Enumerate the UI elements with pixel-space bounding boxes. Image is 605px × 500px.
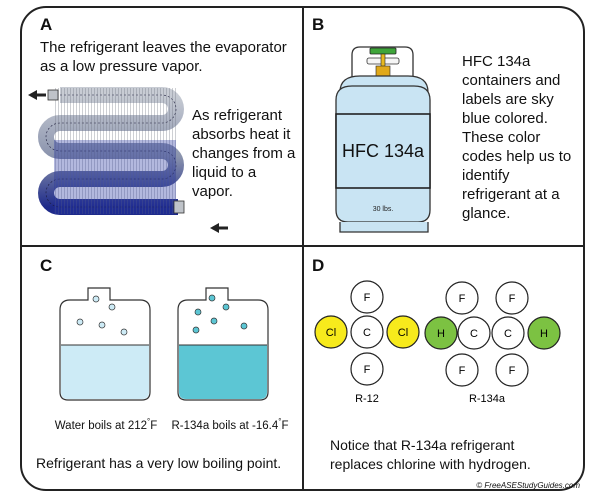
vertical-divider: [302, 7, 304, 491]
flow-out-arrow-icon: [28, 90, 46, 100]
water-container: [59, 287, 151, 401]
water-caption-unit: F: [150, 419, 158, 432]
r134a-container: [177, 287, 269, 401]
panel-c-footer: Refrigerant has a very low boiling point…: [36, 455, 282, 471]
r12-molecule: F Cl C Cl F R-12: [314, 280, 420, 405]
r12-atom-c: C: [363, 327, 371, 339]
tank-valve-icon: [369, 47, 397, 77]
r134a-atom-c-left: C: [470, 328, 478, 340]
panel-b-label: B: [312, 15, 325, 34]
r12-name: R-12: [355, 393, 379, 405]
r12-atom-cl-left: Cl: [326, 327, 336, 339]
panel-a-label: A: [40, 15, 53, 34]
r134a-atom-h-left: H: [437, 328, 445, 340]
panel-c-label: C: [40, 256, 53, 275]
r134a-atom-c-right: C: [504, 328, 512, 340]
water-caption: Water boils at 212°F: [36, 417, 176, 432]
r134a-atom-f-top-left: F: [459, 293, 466, 305]
horizontal-divider: [21, 245, 584, 247]
r134a-caption: R-134a boils at -16.4°F: [160, 417, 300, 432]
r134a-atom-h-right: H: [540, 328, 548, 340]
panel-a-body: As refrigerant absorbs heat it changes f…: [192, 107, 296, 200]
water-caption-degree: °: [147, 417, 151, 426]
panel-a-title: The refrigerant leaves the evaporator as…: [40, 39, 287, 75]
r12-atom-f-bottom: F: [364, 364, 371, 376]
copyright-notice: © FreeASEStudyGuides.com: [476, 481, 580, 490]
r12-atom-cl-right: Cl: [398, 327, 408, 339]
panel-d-footer: Notice that R-134a refrigerant replaces …: [330, 437, 531, 472]
r134a-caption-text: R-134a boils at -16.4: [171, 419, 279, 432]
flow-in-arrow-icon: [210, 223, 228, 233]
panel-d-label: D: [312, 256, 325, 275]
water-caption-text: Water boils at 212: [54, 419, 148, 432]
tank-label: HFC 134a: [342, 141, 425, 161]
r134a-atom-f-bottom-left: F: [459, 365, 466, 377]
r134a-caption-unit: F: [281, 419, 289, 432]
panel-b-body: HFC 134a containers and labels are sky b…: [462, 53, 572, 222]
r134a-name: R-134a: [469, 393, 506, 405]
r12-atom-f-top: F: [364, 292, 371, 304]
r134a-caption-degree: °: [278, 417, 282, 426]
r134a-atom-f-bottom-right: F: [509, 365, 516, 377]
tank-capacity: 30 lbs.: [373, 206, 394, 213]
r134a-atom-f-top-right: F: [509, 293, 516, 305]
r134a-molecule: F F H C C H F F R-134a: [424, 281, 561, 405]
